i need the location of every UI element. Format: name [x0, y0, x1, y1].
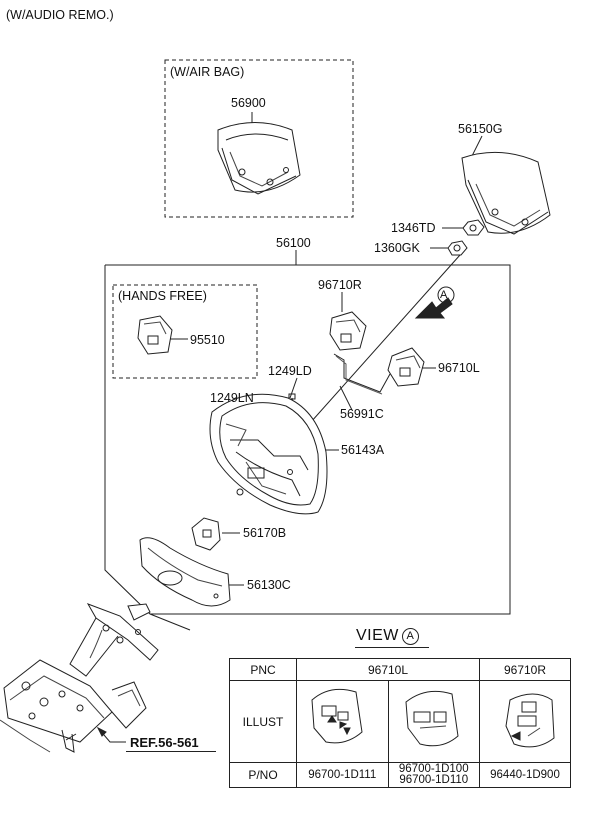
cell-pno-2: 96700-1D100 96700-1D110: [387, 762, 480, 788]
cell-pno-3: 96440-1D900: [479, 762, 571, 788]
airbag-cover-56150g: [461, 151, 551, 235]
steering-column: [0, 603, 159, 753]
label-96710l[interactable]: 96710L: [438, 361, 480, 375]
airbag-module-56900: [217, 122, 301, 195]
cell-illust-3: [479, 680, 571, 763]
remote-switch-96710l: [387, 347, 425, 387]
cell-illust-label: ILLUST: [229, 680, 297, 763]
view-a-arrow: [414, 297, 453, 319]
cell-pno-label: P/NO: [229, 762, 297, 788]
label-56991c[interactable]: 56991C: [340, 407, 384, 421]
label-56130c[interactable]: 56130C: [247, 578, 291, 592]
cell-pno-2b: 96700-1D110: [399, 774, 469, 786]
cell-pnc-label: PNC: [229, 658, 297, 681]
label-96710r[interactable]: 96710R: [318, 278, 362, 292]
table-row-pnc: PNC 96710L 96710R: [229, 658, 571, 681]
airbag-group-box: [164, 59, 354, 218]
handsfree-header: (HANDS FREE): [118, 289, 207, 303]
remote-switch-96710r: [329, 311, 367, 351]
cell-illust-1: [296, 680, 389, 763]
label-56143a[interactable]: 56143A: [341, 443, 385, 457]
view-title-text: VIEW: [356, 627, 399, 644]
label-1346td[interactable]: 1346TD: [391, 221, 436, 235]
view-title-marker: A: [401, 628, 419, 645]
audio-remote-header: (W/AUDIO REMO.): [6, 8, 114, 22]
handsfree-group-box: [112, 284, 258, 379]
nut-1360gk: [447, 240, 468, 256]
steering-wheel-56100: [209, 393, 328, 515]
cell-illust-2: [387, 680, 480, 763]
label-56100[interactable]: 56100: [276, 236, 311, 250]
airbag-header: (W/AIR BAG): [170, 65, 245, 79]
label-56170b[interactable]: 56170B: [243, 526, 287, 540]
label-1249ln[interactable]: 1249LN: [210, 391, 254, 405]
nut-1346td: [462, 219, 485, 236]
view-a-table: PNC 96710L 96710R ILLUST P/NO 96700-1D11…: [229, 658, 571, 788]
label-95510[interactable]: 95510: [190, 333, 225, 347]
reference-underline: [126, 751, 216, 752]
view-title-underline: [355, 647, 429, 648]
view-a-marker: A: [440, 289, 448, 301]
lower-cover-56130c: [139, 537, 231, 607]
cell-96710r: 96710R: [479, 658, 571, 681]
label-1360gk[interactable]: 1360GK: [374, 241, 420, 255]
label-1249ld[interactable]: 1249LD: [268, 364, 312, 378]
cell-pno-1: 96700-1D111: [296, 762, 389, 788]
label-56150g[interactable]: 56150G: [458, 122, 503, 136]
steering-assembly-box: [104, 264, 511, 615]
reference-label[interactable]: REF.56-561: [130, 735, 199, 750]
switch-56170b: [191, 517, 221, 551]
wiring-56991c: [333, 353, 391, 393]
table-row-pno: P/NO 96700-1D111 96700-1D100 96700-1D110…: [229, 762, 571, 788]
label-56900[interactable]: 56900: [231, 96, 266, 110]
handsfree-switch-95510: [137, 315, 173, 355]
cell-pno-2a: 96700-1D100: [398, 763, 469, 775]
cell-96710l: 96710L: [296, 658, 480, 681]
table-row-illust: ILLUST: [229, 680, 571, 763]
